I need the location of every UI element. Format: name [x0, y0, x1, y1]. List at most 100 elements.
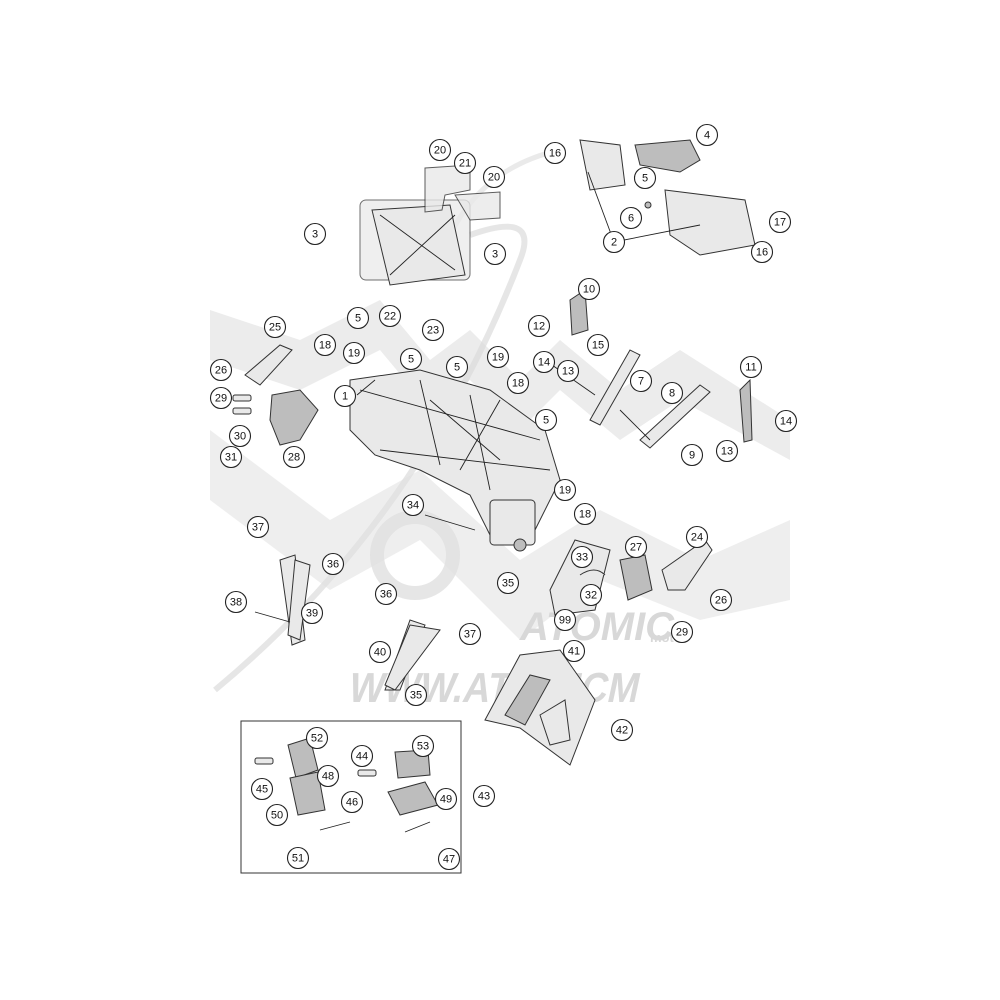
callout-number: 13	[721, 446, 733, 458]
callout-circle	[286, 846, 310, 870]
callout-circle	[209, 386, 233, 410]
callout-36: 36	[321, 552, 345, 576]
callout-39: 39	[300, 601, 324, 625]
callout-14: 14	[774, 409, 798, 433]
callout-circle	[428, 138, 452, 162]
callout-number: 13	[562, 366, 574, 378]
callout-number: 35	[502, 578, 514, 590]
callout-number: 48	[322, 771, 334, 783]
callout-number: 16	[756, 247, 768, 259]
callout-26: 26	[209, 358, 233, 382]
callout-circle	[263, 315, 287, 339]
callout-number: 5	[355, 313, 361, 325]
callout-number: 51	[292, 853, 304, 865]
callout-52: 52	[305, 726, 329, 750]
callout-7: 7	[629, 369, 653, 393]
lower-strut-parts	[254, 514, 476, 691]
callout-number: 31	[225, 452, 237, 464]
callout-number: 9	[689, 450, 695, 462]
callout-number: 14	[538, 357, 550, 369]
callout-number: 3	[492, 249, 498, 261]
callout-28: 28	[282, 445, 306, 469]
callout-circle	[534, 408, 558, 432]
callout-circle	[399, 347, 423, 371]
callout-circle	[350, 744, 374, 768]
callout-circle	[543, 141, 567, 165]
callout-5: 5	[445, 355, 469, 379]
callout-number: 50	[271, 810, 283, 822]
callout-23: 23	[421, 318, 445, 342]
callout-circle	[342, 341, 366, 365]
callout-33: 33	[570, 545, 594, 569]
callout-circle	[219, 445, 243, 469]
left-linkage-parts	[232, 344, 319, 446]
callout-18: 18	[506, 371, 530, 395]
callout-number: 25	[269, 322, 281, 334]
callout-number: 37	[464, 629, 476, 641]
callout-47: 47	[437, 847, 461, 871]
callout-number: 43	[478, 791, 490, 803]
callout-circle	[313, 333, 337, 357]
callout-number: 5	[642, 173, 648, 185]
callout-circle	[486, 345, 510, 369]
callout-number: 53	[417, 741, 429, 753]
callout-circle	[680, 443, 704, 467]
callout-number: 18	[319, 340, 331, 352]
callout-50: 50	[265, 803, 289, 827]
callout-circle	[573, 502, 597, 526]
callout-circle	[482, 165, 506, 189]
callout-25: 25	[263, 315, 287, 339]
callout-number: 52	[311, 733, 323, 745]
callout-45: 45	[250, 777, 274, 801]
callout-circle	[265, 803, 289, 827]
callout-41: 41	[562, 639, 586, 663]
callout-18: 18	[313, 333, 337, 357]
callout-circle	[739, 355, 763, 379]
callout-number: 11	[745, 362, 756, 374]
callout-number: 37	[252, 522, 264, 534]
footpeg-kit-box	[240, 720, 462, 874]
footpeg-kit-parts	[254, 737, 439, 833]
callout-circle	[411, 734, 435, 758]
callout-number: 36	[380, 589, 392, 601]
callout-circle	[246, 515, 270, 539]
callout-number: 23	[427, 325, 439, 337]
callout-circle	[750, 240, 774, 264]
callout-circle	[577, 277, 601, 301]
callout-number: 35	[410, 690, 422, 702]
upper-frame-section	[359, 164, 501, 286]
callout-44: 44	[350, 744, 374, 768]
callout-number: 36	[327, 559, 339, 571]
callout-circle	[333, 384, 357, 408]
callout-5: 5	[534, 408, 558, 432]
callout-35: 35	[496, 571, 520, 595]
callout-number: 47	[443, 854, 455, 866]
callout-number: 19	[348, 348, 360, 360]
callout-53: 53	[411, 734, 435, 758]
callout-number: 8	[669, 388, 675, 400]
callout-circle	[224, 590, 248, 614]
callout-circle	[774, 409, 798, 433]
callout-30: 30	[228, 424, 252, 448]
callout-number: 26	[215, 365, 227, 377]
callout-circle	[670, 620, 694, 644]
callout-number: 41	[568, 646, 580, 658]
heat-shield-part	[484, 649, 596, 766]
callout-13: 13	[556, 359, 580, 383]
callout-number: 20	[434, 145, 446, 157]
callout-10: 10	[577, 277, 601, 301]
callout-9: 9	[680, 443, 704, 467]
callout-8: 8	[660, 381, 684, 405]
callout-number: 29	[676, 627, 688, 639]
callout-51: 51	[286, 846, 310, 870]
callout-circle	[374, 582, 398, 606]
callout-circle	[532, 350, 556, 374]
callout-2: 2	[602, 230, 626, 254]
callout-22: 22	[378, 304, 402, 328]
callout-circle	[434, 787, 458, 811]
callout-circle	[715, 439, 739, 463]
callout-circle	[404, 683, 428, 707]
callout-number: 19	[559, 485, 571, 497]
callout-circle	[483, 242, 507, 266]
